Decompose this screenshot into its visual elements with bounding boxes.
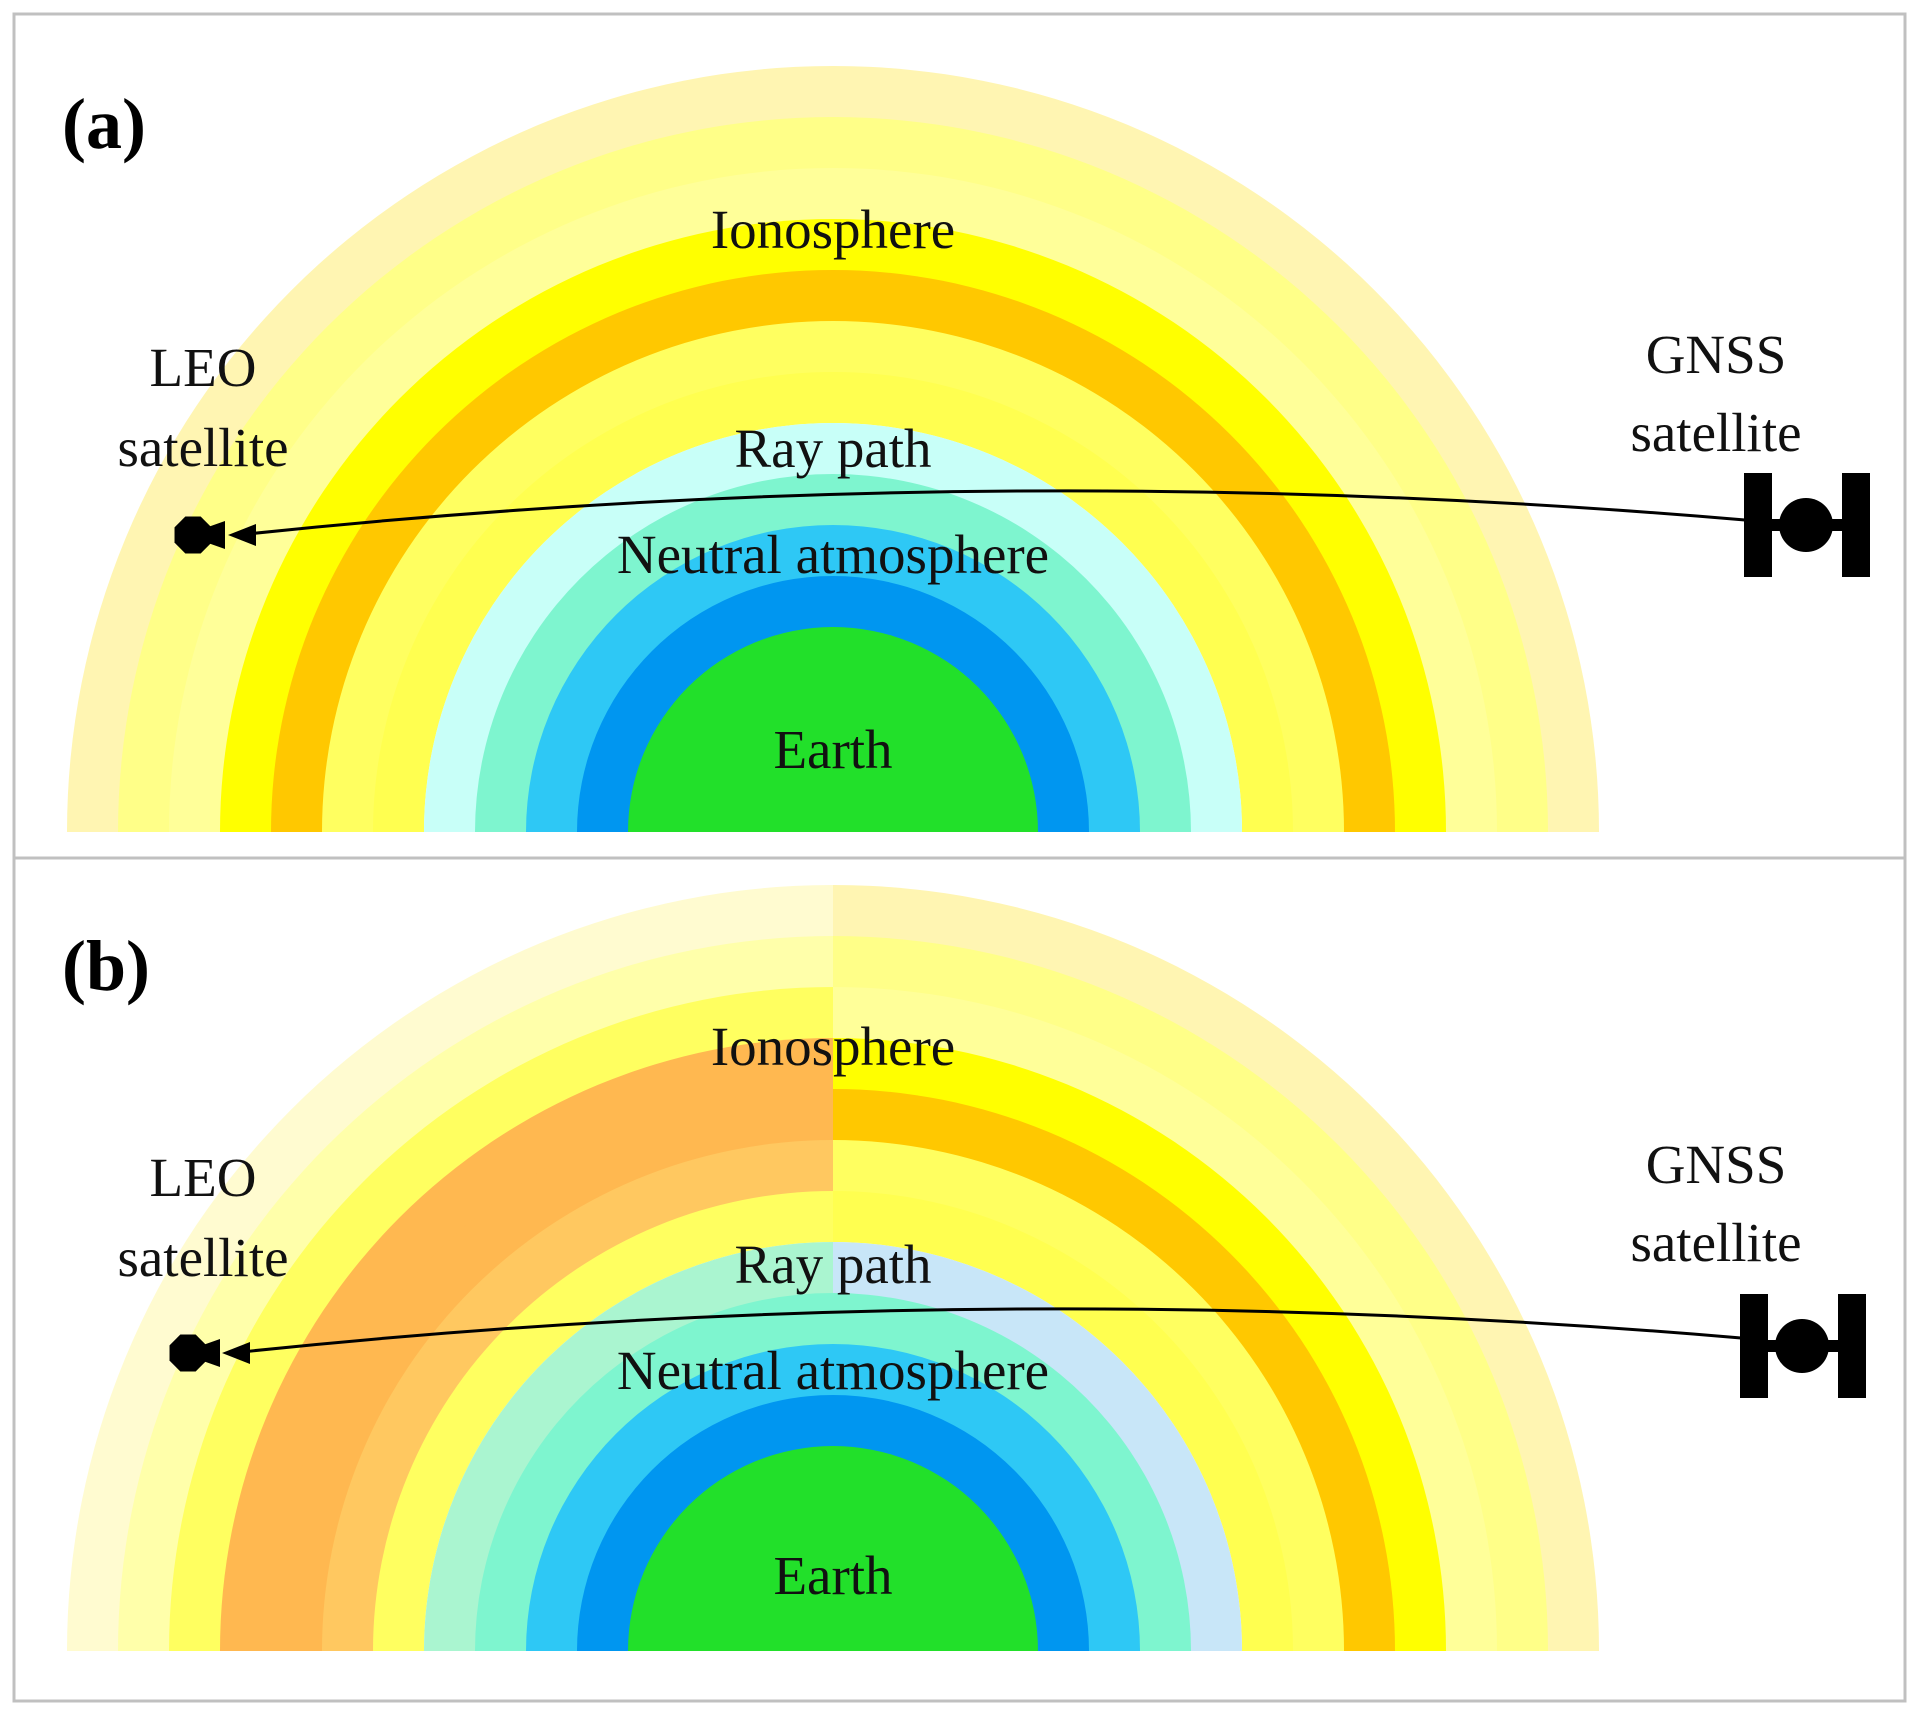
panel-b-gnss-satellite-icon (1740, 1294, 1866, 1398)
panel-b-gnss-label-line1: GNSS (1646, 1134, 1787, 1195)
leo-satellite-body (169, 1334, 207, 1372)
panel-b-ray-arrowhead (222, 1342, 250, 1364)
panel-b-leo-label-line1: LEO (150, 1147, 257, 1208)
panel-b-earth-label: Earth (773, 1545, 892, 1606)
gnss-solar-panel (1838, 1294, 1866, 1398)
leo-satellite-nose (203, 1339, 220, 1367)
gnss-satellite-body (1779, 498, 1833, 552)
panel-b-ray-path (231, 1307, 1742, 1355)
panel-b-leo-label-line2: satellite (117, 1227, 288, 1288)
earth-left (628, 627, 833, 832)
panel-b-gnss-label-line2: satellite (1630, 1212, 1801, 1273)
panel-a-atmosphere-layers (67, 66, 1599, 832)
panel-b-leo-satellite-icon (169, 1334, 220, 1372)
panel-a-gnss-label-line1: GNSS (1646, 324, 1787, 385)
panel-b-ionosphere-label: Ionosphere (711, 1016, 955, 1077)
panel-b-label: (b) (62, 926, 150, 1006)
panel-a-ray-arrowhead (228, 524, 256, 546)
leo-satellite-body (174, 516, 212, 554)
panel-b-neutral-atmosphere-label: Neutral atmosphere (617, 1340, 1049, 1401)
panel-a-ionosphere-label: Ionosphere (711, 199, 955, 260)
gnss-satellite-body (1775, 1319, 1829, 1373)
panel-a-label: (a) (62, 84, 146, 164)
gnss-solar-panel (1842, 473, 1870, 577)
earth-left (628, 1446, 833, 1651)
panel-a: (a) Ionosphere Ray path Neutral atmosphe… (62, 66, 1870, 832)
panel-a-leo-label-line2: satellite (117, 417, 288, 478)
panel-a-earth-label: Earth (773, 719, 892, 780)
panel-a-leo-satellite-icon (174, 516, 225, 554)
panel-a-ray-path-label: Ray path (734, 418, 931, 479)
panel-a-gnss-label-line2: satellite (1630, 402, 1801, 463)
panel-b-ray-path-label: Ray path (734, 1234, 931, 1295)
earth-right (833, 627, 1038, 832)
earth-right (833, 1446, 1038, 1651)
panel-a-ray-path (237, 489, 1746, 537)
panel-b-atmosphere-layers (67, 885, 1599, 1651)
panel-b: (b) Ionosphere Ray path Neutral atmosphe… (62, 885, 1866, 1651)
panel-a-neutral-atmosphere-label: Neutral atmosphere (617, 524, 1049, 585)
panel-a-gnss-satellite-icon (1744, 473, 1870, 577)
leo-satellite-nose (208, 521, 225, 549)
panel-a-leo-label-line1: LEO (150, 337, 257, 398)
